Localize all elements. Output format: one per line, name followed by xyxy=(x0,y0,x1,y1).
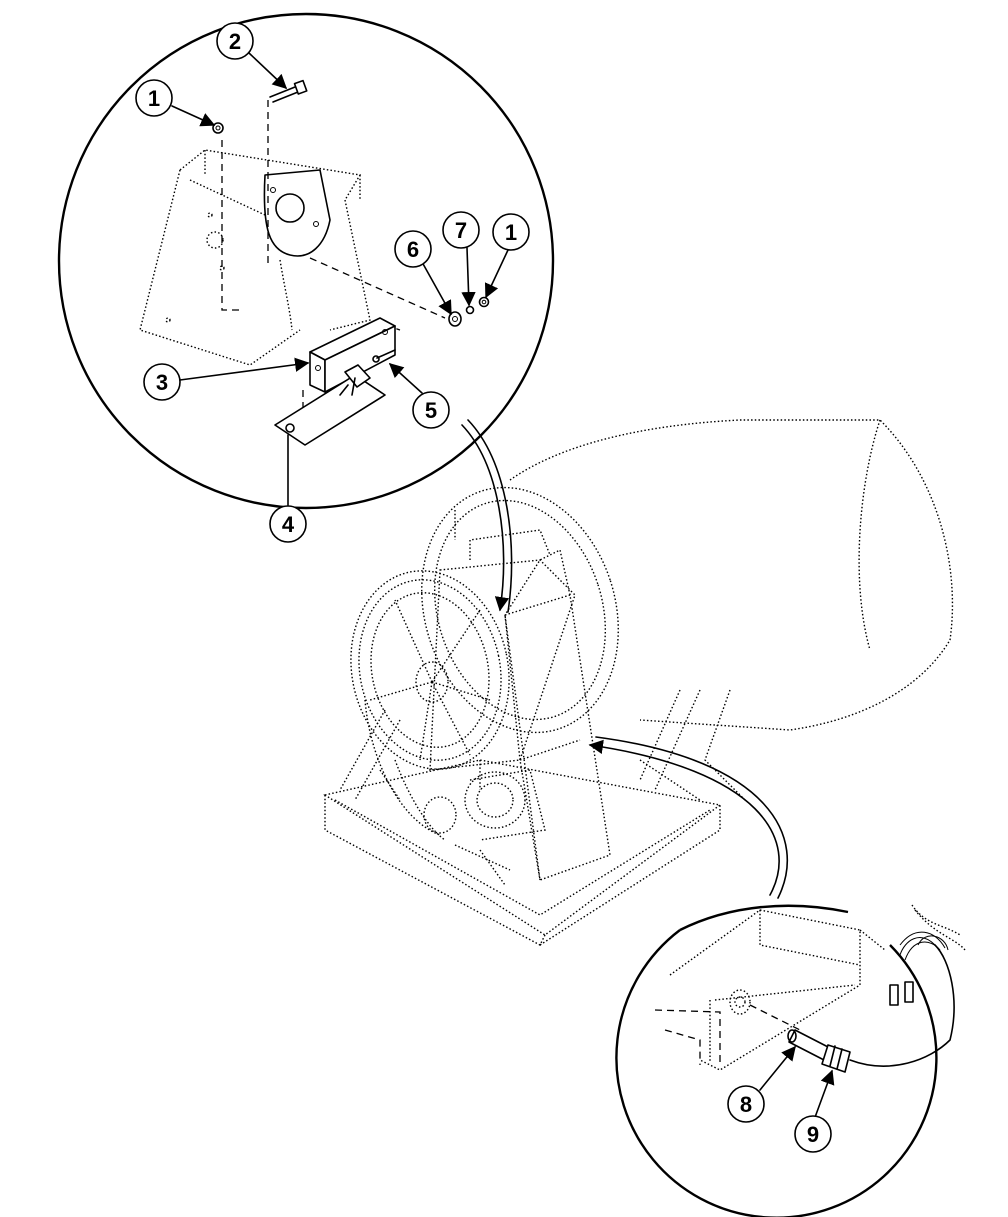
callout-8: 8 xyxy=(728,1086,764,1122)
mounting-bracket xyxy=(264,170,330,256)
callout-label: 7 xyxy=(455,218,467,243)
base-frame xyxy=(325,760,720,945)
callout-label: 9 xyxy=(807,1122,819,1147)
detail-view-bottom xyxy=(616,905,965,1217)
motor xyxy=(424,770,545,885)
sensor-mount xyxy=(730,990,750,1014)
temperature-probe xyxy=(750,1005,830,1060)
wire-leads xyxy=(850,905,965,1066)
probe-fitting xyxy=(822,1045,850,1072)
support-frame xyxy=(640,690,745,800)
callout-6: 6 xyxy=(395,231,431,267)
callout-label: 6 xyxy=(407,237,419,262)
callout-3: 3 xyxy=(144,364,180,400)
callout-label: 4 xyxy=(282,512,295,537)
callout-label: 8 xyxy=(740,1092,752,1117)
bolt xyxy=(270,81,307,102)
callout-label: 1 xyxy=(148,86,160,111)
center-column xyxy=(505,550,610,880)
callout-5: 5 xyxy=(413,392,449,428)
callout-label: 3 xyxy=(156,370,168,395)
nut-right xyxy=(480,298,489,307)
callout-9: 9 xyxy=(795,1116,831,1152)
callout-4: 4 xyxy=(270,506,306,542)
large-pulley xyxy=(333,556,527,784)
sump xyxy=(655,910,885,1070)
connector-arrows xyxy=(462,420,787,898)
callout-2: 2 xyxy=(217,23,253,59)
callout-1-top: 1 xyxy=(136,80,172,116)
machine-assembly xyxy=(325,420,952,945)
callout-7: 7 xyxy=(443,212,479,248)
callout-label: 1 xyxy=(505,220,517,245)
callout-1-right: 1 xyxy=(493,214,529,250)
callout-label: 5 xyxy=(425,398,437,423)
pedestal-housing xyxy=(140,150,370,365)
lock-washer xyxy=(467,307,474,314)
bearing-housing xyxy=(430,530,575,770)
callout-label: 2 xyxy=(229,29,241,54)
left-legs xyxy=(340,710,400,800)
